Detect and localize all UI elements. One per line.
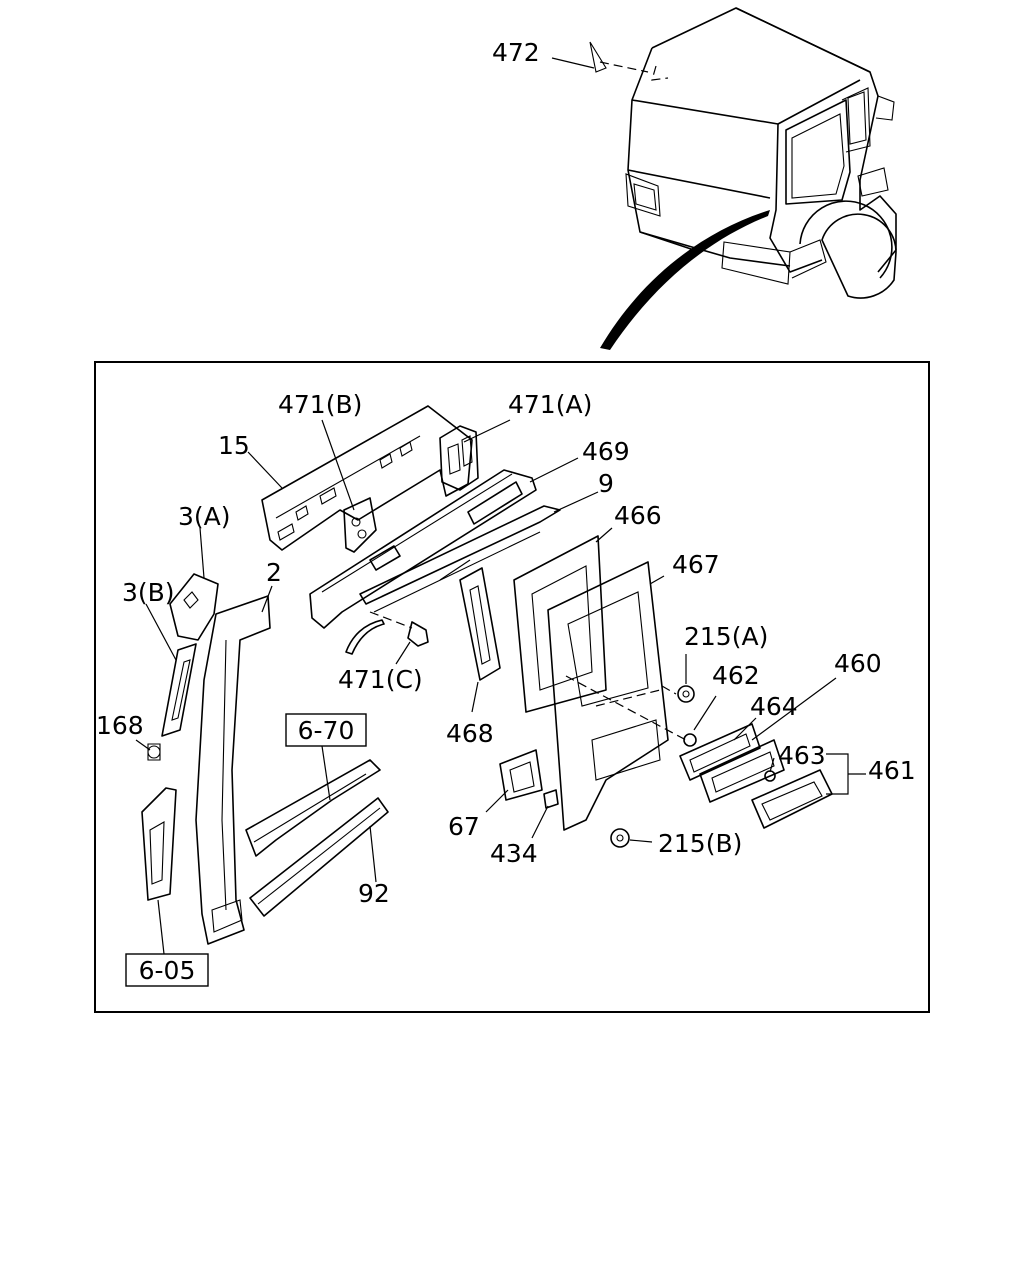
callout-464: 464 [750,692,798,721]
part-467-panel [547,561,687,831]
callout-471a: 471(A) [508,390,592,419]
part-67-434 [499,749,559,809]
callout-434: 434 [490,839,538,868]
ref-670-label: 6-70 [298,716,355,745]
ref-box-670 [285,713,367,747]
callout-215a: 215(A) [684,622,768,651]
callout-468: 468 [446,719,494,748]
callout-92: 92 [358,879,390,908]
callout-463: 463 [778,741,826,770]
ref-605-label: 6-05 [139,956,196,985]
leader-lines [135,419,866,955]
part-469-header [309,469,537,629]
part-471a-bracket [439,425,479,491]
callout-471b: 471(B) [278,390,362,419]
part-468-post [459,567,501,681]
callout-15: 15 [218,431,250,460]
callout-461: 461 [868,756,916,785]
part-2-pillar [195,595,271,945]
part-9-strip [359,505,561,613]
part-605-bracket [141,743,177,901]
callout-472: 472 [492,38,540,67]
callout-2: 2 [266,558,282,587]
truck-cab-overview [551,7,897,350]
part-15-roof-rail [261,405,473,551]
callout-67: 67 [448,812,480,841]
callout-471c: 471(C) [338,665,423,694]
callout-469: 469 [582,437,630,466]
callout-3b: 3(B) [122,578,175,607]
part-466-panel [513,535,607,713]
part-215-nuts [610,685,697,848]
callout-9: 9 [598,469,614,498]
part-3a-3b-pillar [161,573,219,737]
callout-3a: 3(A) [178,502,231,531]
ref-box-605 [125,953,209,987]
callout-460: 460 [834,649,882,678]
part-471b-bracket [343,497,377,553]
detail-frame [94,361,930,1013]
callout-168: 168 [96,711,144,740]
callout-466: 466 [614,501,662,530]
callout-215b: 215(B) [658,829,742,858]
part-471c-strip [345,611,429,655]
part-670-92-rails [245,759,389,917]
part-46x-lamp [679,723,833,829]
callout-462: 462 [712,661,760,690]
callout-467: 467 [672,550,720,579]
